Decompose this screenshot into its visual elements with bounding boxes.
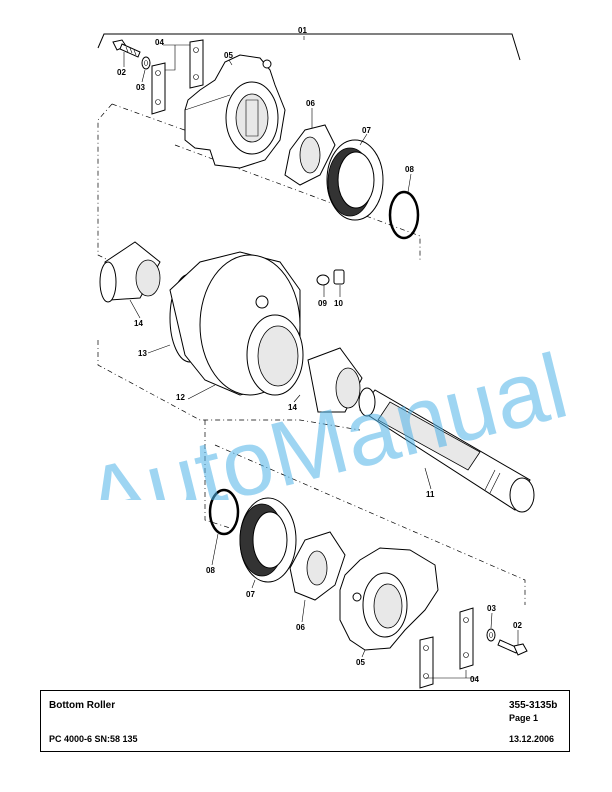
label-03-bottom: 03: [487, 604, 496, 613]
label-05-top: 05: [224, 51, 233, 60]
bolt-02-bottom: [497, 639, 528, 656]
label-07-top: 07: [362, 126, 371, 135]
label-08-top: 08: [405, 165, 414, 174]
assembly-outline-left: [97, 103, 113, 263]
thrust-ring-06-top: [284, 124, 336, 186]
label-14-right: 14: [288, 403, 297, 412]
seal-07-top: [326, 139, 384, 221]
label-04-top: 04: [155, 38, 164, 47]
document-number: 355-3135b: [509, 700, 558, 711]
bushing-14-left: [99, 241, 161, 303]
label-14-left: 14: [134, 319, 143, 328]
label-02-top: 02: [117, 68, 126, 77]
o-ring-08-top: [388, 190, 420, 240]
label-05-bottom: 05: [356, 658, 365, 667]
assembly-bracket-top: [97, 33, 521, 61]
label-03-top: 03: [136, 83, 145, 92]
label-06-bottom: 06: [296, 623, 305, 632]
exploded-parts-diagram: 01 02 03 04 05 06 07 08 09 10 14 13 12 1…: [97, 26, 535, 689]
page-number: Page 1: [509, 713, 539, 723]
washer-03-bottom: [486, 628, 496, 642]
o-ring-08-bottom: [208, 488, 240, 536]
plug-09-10: [316, 269, 345, 286]
issue-date: 13.12.2006: [509, 734, 555, 744]
title-block: Bottom Roller 355-3135b Page 1 PC 4000-6…: [40, 690, 570, 752]
label-13: 13: [138, 349, 147, 358]
assembly-outline-lower: [97, 340, 361, 431]
label-10: 10: [334, 299, 343, 308]
thrust-ring-06-bottom: [289, 531, 346, 601]
shaft-11: [358, 387, 535, 513]
bushing-14-right: [307, 347, 363, 413]
assembly-outline-mid: [174, 144, 421, 262]
label-12: 12: [176, 393, 185, 402]
plates-04-bottom: [419, 607, 474, 689]
label-11: 11: [426, 490, 435, 499]
label-08-bottom: 08: [206, 566, 215, 575]
roller-body-13: [169, 251, 304, 396]
bolt-02-top: [112, 39, 141, 58]
assembly-outline-bottom: [214, 444, 526, 605]
model-serial: PC 4000-6 SN:58 135: [49, 734, 138, 744]
label-04-bottom: 04: [470, 675, 479, 684]
label-07-bottom: 07: [246, 590, 255, 599]
label-09: 09: [318, 299, 327, 308]
housing-05-top: [184, 54, 286, 169]
plates-04-top: [151, 39, 204, 115]
label-06-top: 06: [306, 99, 315, 108]
drawing-title: Bottom Roller: [49, 700, 116, 711]
housing-05-bottom: [339, 547, 439, 651]
label-02-bottom: 02: [513, 621, 522, 630]
washer-03-top: [141, 56, 151, 70]
seal-07-bottom: [239, 497, 297, 583]
label-01: 01: [298, 26, 307, 35]
